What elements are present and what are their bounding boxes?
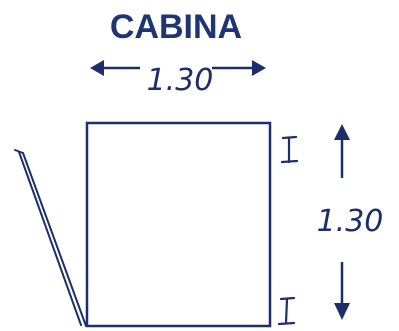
width-dimension-label: 1.30 [147,63,214,98]
cabin-outline [85,121,272,328]
wall-marker-top [280,135,299,164]
height-dimension-label: 1.30 [317,204,384,239]
width-dimension-arrow [90,60,266,76]
door-swing [14,149,87,327]
diagram-title: CABINA [110,8,242,46]
height-dimension-arrow [334,124,350,320]
wall-marker-bottom [277,296,296,326]
